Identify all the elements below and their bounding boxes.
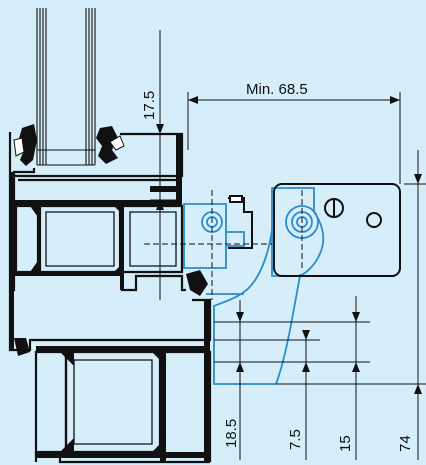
sash-profile-fills	[10, 134, 182, 290]
dimension-arrows	[156, 96, 422, 394]
frame-profile	[8, 290, 212, 464]
glass-pane	[36, 8, 96, 166]
dim-bottom-a: 18.5	[223, 419, 240, 448]
dim-left-vertical: 17.5	[141, 91, 158, 120]
handle-block	[228, 183, 401, 277]
dim-bottom-b: 7.5	[287, 429, 304, 450]
dim-top-width: Min. 68.5	[246, 81, 308, 98]
dim-bottom-c: 15	[337, 435, 354, 452]
glazing-gasket-left	[13, 124, 37, 166]
glazing-gasket-right	[96, 126, 125, 164]
frame-profile-fills	[10, 270, 210, 462]
dim-right-vertical: 74	[397, 435, 414, 452]
